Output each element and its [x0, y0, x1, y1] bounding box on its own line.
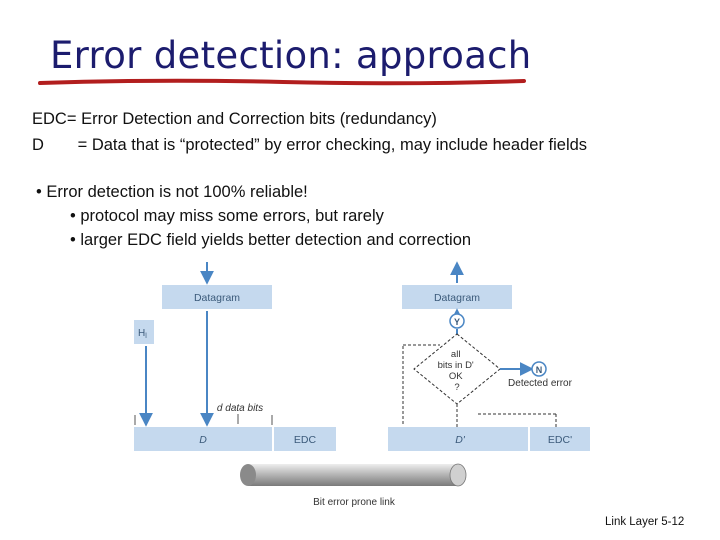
- receiver-d-box: [388, 427, 528, 451]
- decision-text: all bits in D' OK ?: [438, 349, 477, 393]
- link-label: Bit error prone link: [313, 497, 396, 508]
- receiver-d-label: D': [455, 434, 466, 446]
- definition-text: Error Detection and Correction bits (red…: [81, 110, 437, 128]
- no-label: N: [536, 365, 543, 375]
- bullet-item: • Error detection is not 100% reliable!: [36, 183, 308, 201]
- definition-symbol: D: [32, 136, 44, 154]
- title-underline: [38, 78, 526, 86]
- sender-edc-label: EDC: [294, 434, 317, 446]
- no-badge: [531, 361, 547, 377]
- sender-datagram-box: [162, 285, 272, 309]
- yes-badge: [449, 313, 465, 329]
- definition-text: = Data that is “protected” by error chec…: [77, 136, 588, 154]
- sender-d-label: D: [199, 434, 207, 446]
- bit-error-prone-link: [240, 463, 467, 487]
- yes-label: Y: [454, 317, 460, 327]
- bullet-item: • larger EDC field yields better detecti…: [70, 231, 472, 249]
- header-box: [134, 320, 154, 344]
- receiver-edc-label: EDC': [548, 434, 572, 446]
- header-label: Hl: [138, 328, 147, 340]
- receiver-datagram-box: [402, 285, 512, 309]
- definition-edc: EDC= Error Detection and Correction bits…: [32, 110, 437, 129]
- d-data-bits-label: d data bits: [217, 403, 263, 414]
- definition-symbol: EDC=: [32, 110, 77, 128]
- detected-error-label: Detected error: [508, 378, 573, 389]
- sender-d-box: [134, 427, 272, 451]
- receiver-datagram-label: Datagram: [434, 292, 480, 304]
- sender-datagram-label: Datagram: [194, 292, 240, 304]
- receiver-edc-box: [530, 427, 590, 451]
- sender-edc-box: [274, 427, 336, 451]
- definition-d: D = Data that is “protected” by error ch…: [32, 136, 587, 155]
- slide-title: Error detection: approach: [50, 34, 532, 77]
- bullet-item: • protocol may miss some errors, but rar…: [70, 207, 384, 225]
- slide-footer: Link Layer 5-12: [605, 516, 685, 528]
